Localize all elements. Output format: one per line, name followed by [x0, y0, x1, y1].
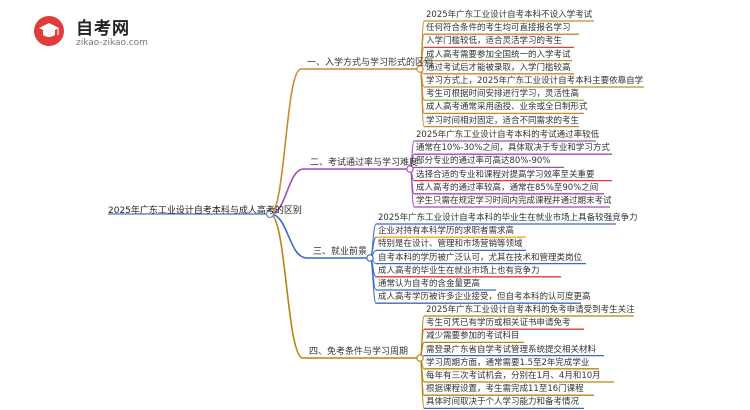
connector-line	[269, 213, 304, 359]
leaf-node-label[interactable]: 考生可根据时间安排进行学习，灵活性高	[426, 89, 580, 100]
leaf-node-label[interactable]: 任何符合条件的考生均可直接报名学习	[426, 23, 571, 34]
leaf-node-label[interactable]: 成人高考的通过率较高，通常在85%至90%之间	[416, 182, 599, 193]
leaf-node-label[interactable]: 需登录广东省自学考试管理系统提交相关材料	[426, 344, 597, 355]
leaf-node-label[interactable]: 入学门槛较低，适合灵活学习的考生	[426, 36, 563, 47]
leaf-node-label[interactable]: 学生只需在规定学习时间内完成课程并通过期末考试	[416, 196, 612, 206]
connector-line	[269, 68, 302, 215]
leaf-node-label[interactable]: 减少需要参加的考试科目	[426, 331, 520, 342]
leaf-node-label[interactable]: 学习时间相对固定，适合不同需求的考生	[426, 115, 580, 126]
leaf-node-label[interactable]: 自考本科的学历被广泛认可，尤其在技术和管理类岗位	[378, 252, 583, 263]
branch-toggle-icon[interactable]	[416, 354, 424, 362]
branch-node-label[interactable]: 四、免考条件与学习周期	[309, 347, 409, 357]
branch-toggle-icon[interactable]	[366, 254, 374, 262]
branch-node-label[interactable]: 一、入学方式与学习形式的区别	[307, 58, 434, 68]
leaf-node-label[interactable]: 选择合适的专业和课程对提高学习效率至关重要	[416, 169, 595, 180]
branch-toggle-icon[interactable]	[416, 65, 424, 73]
leaf-node-label[interactable]: 2025年广东工业设计自考本科不设入学考试	[426, 10, 593, 20]
branch-node-label[interactable]: 三、就业前景	[313, 247, 368, 257]
site-url: zikao-zikao.com	[76, 38, 148, 48]
leaf-node-label[interactable]: 通常在10%-30%之间，具体取决于专业和学习方式	[416, 143, 610, 154]
connector-line	[269, 168, 305, 215]
leaf-node-label[interactable]: 2025年广东工业设计自考本科的免考申请受到考生关注	[426, 305, 635, 315]
connector-line	[369, 223, 377, 259]
leaf-node-label[interactable]: 学习方式上，2025年广东工业设计自考本科主要依靠自学	[426, 76, 644, 86]
leaf-node-label[interactable]: 通常认为自考的含金量更高	[378, 279, 481, 289]
leaf-node-label[interactable]: 通过考试后才能被录取，入学门槛较高	[426, 62, 571, 73]
branch-toggle-icon[interactable]	[406, 165, 414, 173]
site-logo[interactable]: 自考网 zikao-zikao.com	[34, 16, 194, 52]
leaf-node-label[interactable]: 企业对持有本科学历的求职者需求高	[378, 226, 515, 237]
leaf-node-label[interactable]: 具体时间取决于个人学习能力和备考情况	[426, 397, 580, 408]
graduation-cap-icon	[34, 16, 64, 46]
leaf-node-label[interactable]: 每年有三次考试机会，分别在1月、4月和10月	[426, 371, 601, 381]
leaf-node-label[interactable]: 成人高考需要参加全国统一的入学考试	[426, 49, 571, 60]
leaf-node-label[interactable]: 根据课程设置，考生需完成11至16门课程	[426, 384, 584, 395]
leaf-node-label[interactable]: 成人高考学历被许多企业接受，但自考本科的认可度更高	[378, 292, 591, 303]
root-toggle-icon[interactable]	[265, 209, 275, 219]
leaf-node-label[interactable]: 部分专业的通过率可高达80%-90%	[416, 156, 551, 167]
leaf-node-label[interactable]: 2025年广东工业设计自考本科的毕业生在就业市场上具备较强竞争力	[378, 213, 638, 223]
branch-node-label[interactable]: 二、考试通过率与学习难度	[310, 158, 419, 168]
connector-line	[269, 213, 308, 259]
leaf-node-label[interactable]: 成人高考通常采用函授、业余或全日制形式	[426, 102, 588, 113]
root-node-label: 2025年广东工业设计自考本科与成人高考的区别	[108, 206, 302, 216]
site-title: 自考网	[76, 19, 130, 39]
leaf-node-label[interactable]: 学习周期方面，通常需要1.5至2年完成学业	[426, 357, 590, 368]
leaf-node-label[interactable]: 考生可凭已有学历或相关证书申请免考	[426, 318, 571, 329]
leaf-node-label[interactable]: 特别是在设计、管理和市场营销等领域	[378, 239, 523, 250]
leaf-node-label[interactable]: 成人高考的毕业生在就业市场上也有竞争力	[378, 265, 540, 276]
leaf-node-label[interactable]: 2025年广东工业设计自考本科的考试通过率较低	[416, 130, 600, 140]
